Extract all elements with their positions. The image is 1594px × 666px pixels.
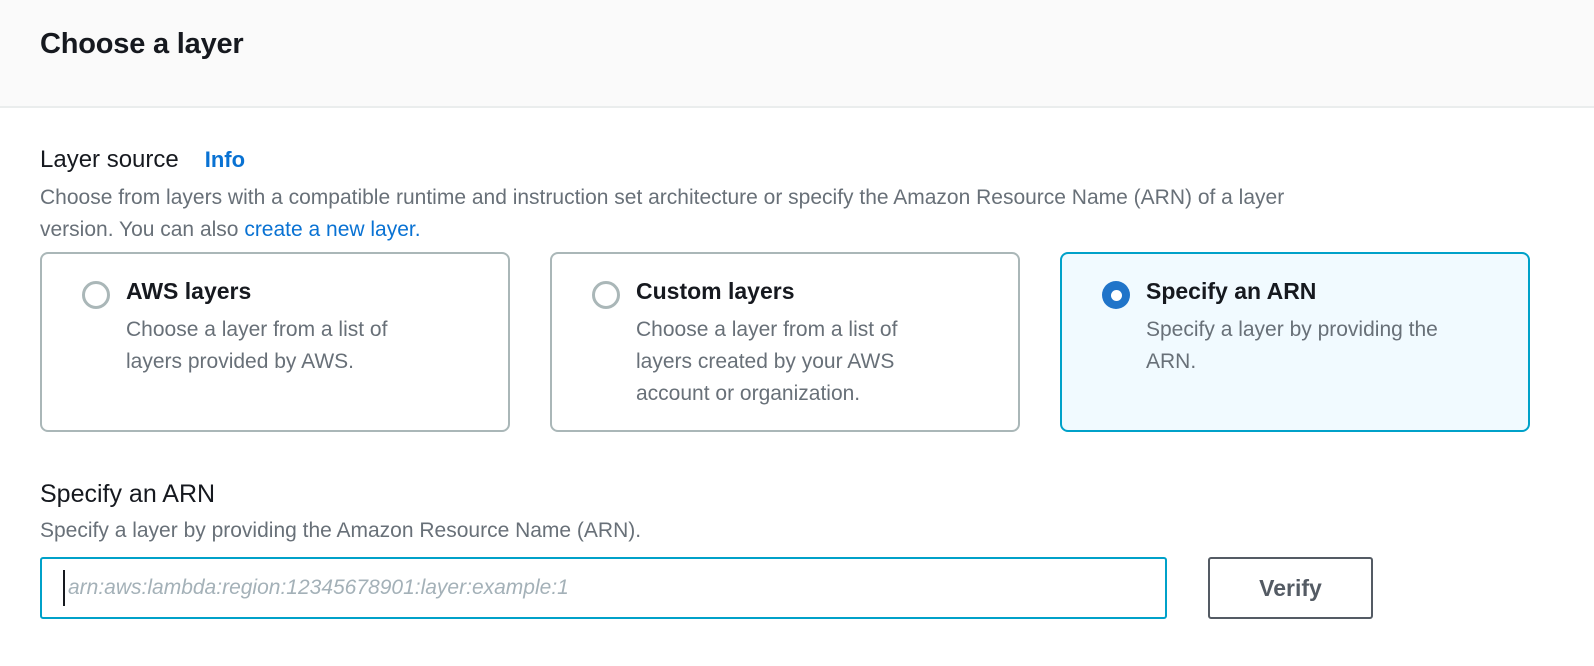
option-text: AWS layers Choose a layer from a list of… (126, 278, 438, 378)
arn-input-row: Verify (40, 557, 1530, 619)
page-title: Choose a layer (40, 28, 244, 60)
option-title: Specify an ARN (1146, 278, 1317, 304)
description-line-1: Choose from layers with a compatible run… (40, 186, 1285, 209)
layer-source-label-row: Layer source Info (40, 146, 1530, 174)
arn-input-wrap (40, 557, 1167, 619)
radio-unchecked-icon[interactable] (82, 281, 110, 309)
verify-button[interactable]: Verify (1208, 557, 1373, 619)
option-tile-custom-layers[interactable]: Custom layers Choose a layer from a list… (550, 252, 1020, 432)
layer-source-label: Layer source (40, 146, 179, 173)
option-tile-aws-layers[interactable]: AWS layers Choose a layer from a list of… (40, 252, 510, 432)
option-tile-specify-an-arn[interactable]: Specify an ARN Specify a layer by provid… (1060, 252, 1530, 432)
option-description: Choose a layer from a list of layers cre… (636, 318, 898, 405)
layer-source-options: AWS layers Choose a layer from a list of… (40, 252, 1530, 432)
option-description: Specify a layer by providing the ARN. (1146, 318, 1438, 373)
radio-checked-icon[interactable] (1102, 281, 1130, 309)
specify-arn-section: Specify an ARN Specify a layer by provid… (40, 480, 1530, 619)
text-caret (63, 570, 65, 606)
description-line-2: version. You can also (40, 218, 245, 241)
arn-input[interactable] (40, 557, 1167, 619)
option-text: Specify an ARN Specify a layer by provid… (1146, 278, 1458, 378)
radio-unchecked-icon[interactable] (592, 281, 620, 309)
option-title: Custom layers (636, 278, 795, 304)
panel-body: Layer source Info Choose from layers wit… (0, 108, 1594, 619)
layer-source-description: Choose from layers with a compatible run… (40, 182, 1530, 246)
info-link[interactable]: Info (204, 147, 246, 172)
choose-a-layer-panel: Choose a layer Layer source Info Choose … (0, 0, 1594, 619)
specify-arn-title: Specify an ARN (40, 480, 216, 508)
create-new-layer-link[interactable]: create a new layer. (244, 218, 421, 241)
panel-header: Choose a layer (0, 0, 1594, 108)
option-text: Custom layers Choose a layer from a list… (636, 278, 948, 410)
specify-arn-description: Specify a layer by providing the Amazon … (40, 519, 642, 542)
option-title: AWS layers (126, 278, 252, 304)
option-description: Choose a layer from a list of layers pro… (126, 318, 388, 373)
